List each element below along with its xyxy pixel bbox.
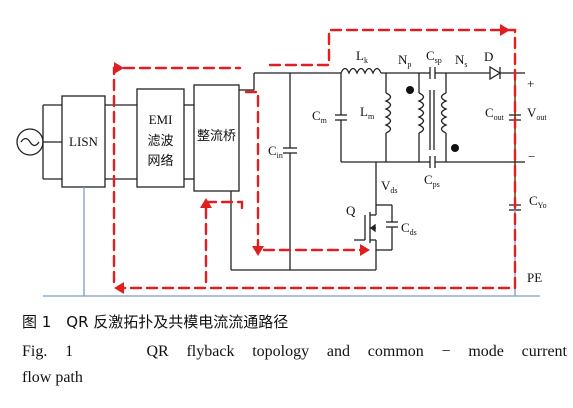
arrow-bottom-left (114, 282, 124, 294)
arrow-inner-right (360, 244, 370, 256)
lm-inductor (384, 92, 392, 134)
output-minus: − (528, 149, 535, 164)
np-polarity-dot (406, 86, 414, 94)
emi-label-line3: 网络 (147, 153, 173, 169)
diode-label: D (484, 49, 493, 64)
figure-caption-english-line1: Fig. 1 QR flyback topology and common − … (22, 343, 567, 360)
lk-label: Lk (356, 48, 368, 65)
diode-symbol (489, 65, 502, 81)
vout-label: Vout (527, 105, 547, 122)
emi-label-line2: 滤波 (147, 134, 173, 149)
figure-caption-chinese: 图 1 QR 反激拓扑及共模电流流通路径 (22, 313, 289, 331)
cm-path-main-right (118, 28, 517, 290)
ground-wires (43, 187, 540, 297)
cin-label: Cin (268, 143, 283, 160)
ac-source-wave (20, 137, 40, 147)
arrow-left-top (114, 62, 124, 74)
circuit-diagram: LISN EMI 滤波 网络 整流桥 Cin Cm Lk Lm Np Csp N… (16, 24, 547, 297)
rectifier-box (193, 84, 240, 192)
cm-label: Cm (312, 108, 328, 125)
cps-label: Cps (424, 172, 440, 189)
lm-label: Lm (360, 104, 375, 121)
arrow-top-right (500, 24, 510, 36)
rectifier-label: 整流桥 (197, 129, 236, 144)
q-arrow (369, 223, 376, 233)
csp-label: Csp (426, 48, 442, 65)
vds-label: Vds (381, 178, 398, 195)
pe-label: PE (527, 270, 542, 285)
cm-path-main (112, 66, 242, 284)
q-label: Q (346, 203, 356, 218)
np-label: Np (398, 52, 411, 69)
circuit-wires (16, 65, 525, 271)
np-winding (417, 92, 425, 134)
emi-label-line1: EMI (149, 112, 173, 127)
path-arrows (114, 24, 510, 294)
lk-inductor (340, 67, 382, 75)
cout-label: Cout (485, 105, 505, 122)
arrow-loop-up (200, 198, 212, 208)
cm-path-loop (204, 200, 244, 284)
cds-label: Cds (401, 220, 417, 237)
emi-filter-box (136, 88, 185, 188)
output-plus: + (527, 76, 534, 91)
common-mode-path (112, 28, 517, 290)
cm-path-inner (244, 90, 364, 252)
lisn-label: LISN (69, 134, 99, 149)
arrow-inner-down (252, 246, 264, 256)
figure-caption-english-line2: flow path (22, 369, 83, 386)
ns-polarity-dot (451, 144, 459, 152)
ns-label: Ns (455, 52, 468, 69)
ns-winding (440, 92, 448, 134)
cyo-label: CYo (529, 193, 547, 210)
